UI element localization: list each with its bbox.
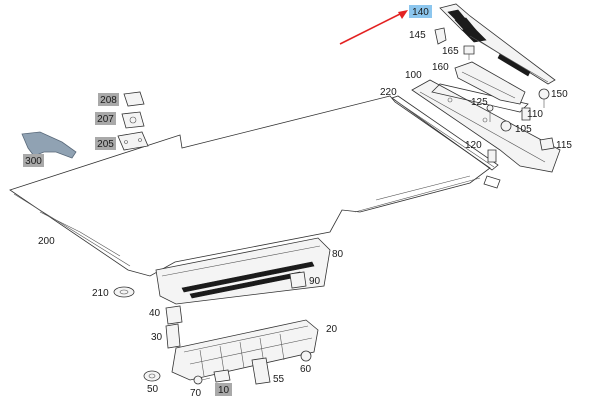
trim-strip-140: [439, 3, 556, 85]
label-140: 140: [412, 7, 429, 18]
bracket-160: [454, 61, 526, 105]
label-90: 90: [309, 276, 321, 287]
part-207: [121, 111, 145, 129]
label-box-205: [95, 137, 116, 150]
label-box-207: [95, 112, 116, 125]
washer-210: [113, 286, 135, 298]
label-160: 160: [432, 62, 449, 73]
label-55: 55: [273, 374, 285, 385]
label-200: 200: [38, 236, 55, 247]
rail-220: [391, 95, 499, 171]
label-115: 115: [556, 140, 572, 151]
clip-165: [463, 45, 475, 60]
label-210: 210: [92, 288, 109, 299]
label-70: 70: [190, 388, 202, 399]
label-120: 120: [465, 140, 482, 151]
insert-10: [213, 369, 231, 383]
label-145: 145: [409, 30, 426, 41]
label-10: 10: [218, 385, 230, 396]
label-208: 208: [100, 95, 117, 106]
label-300: 300: [25, 156, 42, 167]
carrier-frame-20: [171, 319, 319, 381]
part-300: [21, 131, 77, 159]
label-30: 30: [151, 332, 163, 343]
block-55: [251, 357, 271, 385]
clip-145: [434, 27, 447, 45]
bolt-70: [193, 375, 211, 385]
label-100: 100: [405, 70, 422, 81]
label-110: 110: [527, 109, 543, 120]
label-220: 220: [380, 87, 397, 98]
screw-150: [538, 88, 550, 108]
step-panel-80: [155, 237, 331, 305]
label-box-10: [215, 383, 232, 396]
screw-125: [486, 104, 494, 122]
label-box-140: [409, 5, 432, 18]
nut-105: [500, 120, 512, 132]
clip-110: [521, 107, 531, 121]
bracket-30: [165, 323, 181, 349]
label-20: 20: [326, 324, 338, 335]
part-labels: 140 145 165 160 100 150 220 125 110 105 …: [23, 5, 572, 399]
clip-115: [539, 137, 555, 151]
part-208: [123, 91, 145, 107]
label-50: 50: [147, 384, 159, 395]
label-205: 205: [97, 139, 114, 150]
label-box-208: [98, 93, 119, 106]
label-80: 80: [332, 249, 344, 260]
label-150: 150: [551, 89, 568, 100]
label-box-300: [23, 154, 44, 167]
label-60: 60: [300, 364, 312, 375]
clip-120: [487, 149, 497, 163]
label-207: 207: [97, 114, 114, 125]
label-165: 165: [442, 46, 459, 57]
pointer-arrow: [339, 10, 408, 45]
part-205: [117, 131, 149, 151]
bushing-50: [143, 370, 161, 382]
trim-100: [411, 79, 561, 173]
label-105: 105: [515, 124, 532, 135]
label-125: 125: [471, 97, 488, 108]
bracket-40: [165, 305, 183, 325]
floor-panel: [9, 95, 501, 277]
label-40: 40: [149, 308, 161, 319]
clip-90: [289, 271, 307, 289]
nut-60: [300, 350, 312, 362]
